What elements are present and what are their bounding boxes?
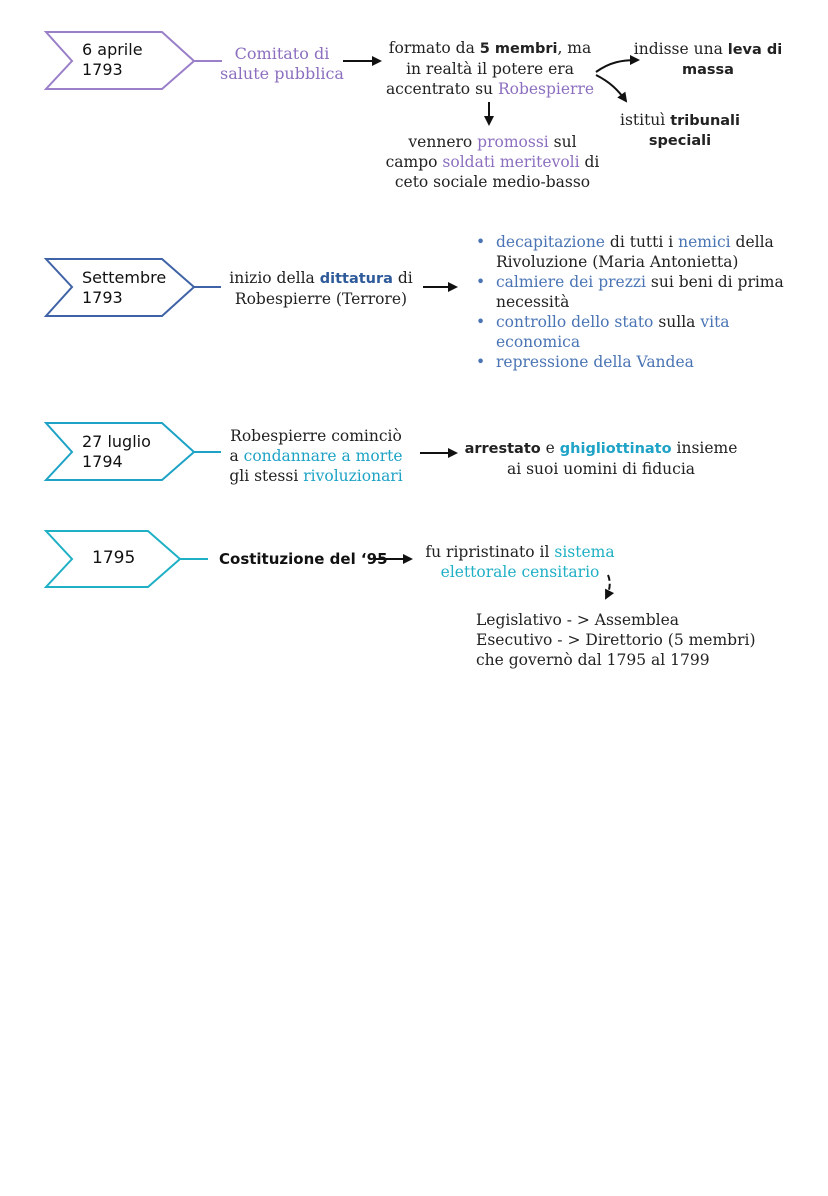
bullet-item: controllo dello stato sulla vita economic… xyxy=(474,312,804,352)
text: sulla xyxy=(653,313,701,331)
chevron-row4 xyxy=(43,530,208,588)
text: vita xyxy=(700,313,730,331)
text: campo xyxy=(385,153,443,171)
result-row4: fu ripristinato il sistema elettorale ce… xyxy=(414,542,626,582)
text: sistema xyxy=(554,543,615,561)
topic-row2: inizio della dittatura di Robespierre (T… xyxy=(225,268,417,309)
bullets-row2: decapitazione di tutti i nemici dellaRiv… xyxy=(474,232,804,372)
topic-row3: Robespierre cominciò a condannare a mort… xyxy=(218,426,414,486)
text: in realtà il potere era xyxy=(406,60,574,78)
text: soldati meritevoli xyxy=(442,153,580,171)
date-row1-line1: 6 aprile xyxy=(82,40,143,59)
date-row2-line1: Settembre xyxy=(82,268,167,287)
text: della xyxy=(730,233,774,251)
chevron-row2 xyxy=(43,258,221,317)
date-row3-line2: 1794 xyxy=(82,452,123,471)
arrow-row1-down-right xyxy=(595,74,628,103)
text: formato da xyxy=(388,39,480,57)
details-line: che governò dal 1795 al 1799 xyxy=(476,651,710,669)
text: controllo dello stato xyxy=(496,313,654,331)
text: gli stessi xyxy=(229,467,304,485)
text: elettorale censitario xyxy=(440,563,600,581)
text: Robespierre (Terrore) xyxy=(234,290,408,308)
date-row3-line1: 27 luglio xyxy=(82,432,151,451)
text: di xyxy=(579,153,600,171)
bullet-item: repressione della Vandea xyxy=(474,352,804,372)
text: insieme xyxy=(671,439,738,457)
text: 5 membri xyxy=(479,41,558,57)
date-row1-line2: 1793 xyxy=(82,60,123,79)
text: di tutti i xyxy=(604,233,679,251)
desc-row1: formato da 5 membri, ma in realtà il pot… xyxy=(380,38,600,99)
text: fu ripristinato il xyxy=(425,543,555,561)
text: Robespierre xyxy=(497,80,595,98)
text: dittatura xyxy=(319,271,393,287)
text: sui beni di prima xyxy=(646,273,784,291)
topic-row1-line2: salute pubblica xyxy=(220,64,344,83)
text: accentrato su xyxy=(385,80,498,98)
text: calmiere dei prezzi xyxy=(496,273,646,291)
right1-row1: indisse una leva di massa xyxy=(628,39,788,80)
text: nemici xyxy=(678,233,731,251)
text: tribunali xyxy=(670,113,740,129)
date-row2-line2: 1793 xyxy=(82,288,123,307)
date-row4: 1795 xyxy=(92,548,136,568)
text: ai suoi uomini di fiducia xyxy=(506,460,696,478)
text: repressione della Vandea xyxy=(496,353,694,371)
text: inizio della xyxy=(229,269,320,287)
text: arrestato xyxy=(464,441,541,457)
topic-row1: Comitato di salute pubblica xyxy=(212,44,352,84)
text: ceto sociale medio-basso xyxy=(394,173,591,191)
bullet-item: decapitazione di tutti i nemici dellaRiv… xyxy=(474,232,804,272)
text: promossi xyxy=(477,133,549,151)
topic-row1-line1: Comitato di xyxy=(234,44,330,63)
topic-row4: Costituzione del ‘95 xyxy=(219,550,388,568)
text: decapitazione xyxy=(496,233,605,251)
text: sul xyxy=(548,133,577,151)
result-row3: arrestato e ghigliottinato insieme ai su… xyxy=(462,438,740,479)
text: Rivoluzione (Maria Antonietta) xyxy=(496,253,739,271)
arrow-row1-up xyxy=(595,55,640,73)
details-row4: Legislativo - > Assemblea Esecutivo - > … xyxy=(476,610,796,670)
text: condannare a morte xyxy=(243,447,403,465)
text: , ma xyxy=(557,39,592,57)
text: ghigliottinato xyxy=(559,441,672,457)
date-row1: 6 aprile 1793 xyxy=(82,40,143,80)
text: e xyxy=(540,439,560,457)
text: necessità xyxy=(496,293,570,311)
text: economica xyxy=(496,333,581,351)
text: istituì xyxy=(619,111,671,129)
date-row3: 27 luglio 1794 xyxy=(82,432,151,472)
text: Robespierre cominciò xyxy=(230,427,402,445)
chevron-row1 xyxy=(43,31,222,90)
details-line: Legislativo - > Assemblea xyxy=(476,611,680,629)
arrow-row4-down xyxy=(605,574,615,600)
below-row1: vennero promossi sul campo soldati merit… xyxy=(380,132,605,192)
text: indisse una xyxy=(633,40,728,58)
text: a xyxy=(229,447,244,465)
text: di xyxy=(392,269,413,287)
details-line: Esecutivo - > Direttorio (5 membri) xyxy=(476,631,756,649)
text: leva di xyxy=(727,42,783,58)
date-row2: Settembre 1793 xyxy=(82,268,166,308)
right2-row1: istituì tribunali speciali xyxy=(610,110,750,151)
text: rivoluzionari xyxy=(303,467,403,485)
chevron-row3 xyxy=(43,422,221,481)
bullet-item: calmiere dei prezzi sui beni di prima nec… xyxy=(474,272,804,312)
text: speciali xyxy=(648,133,712,149)
text: massa xyxy=(682,62,734,78)
text: vennero xyxy=(408,133,478,151)
